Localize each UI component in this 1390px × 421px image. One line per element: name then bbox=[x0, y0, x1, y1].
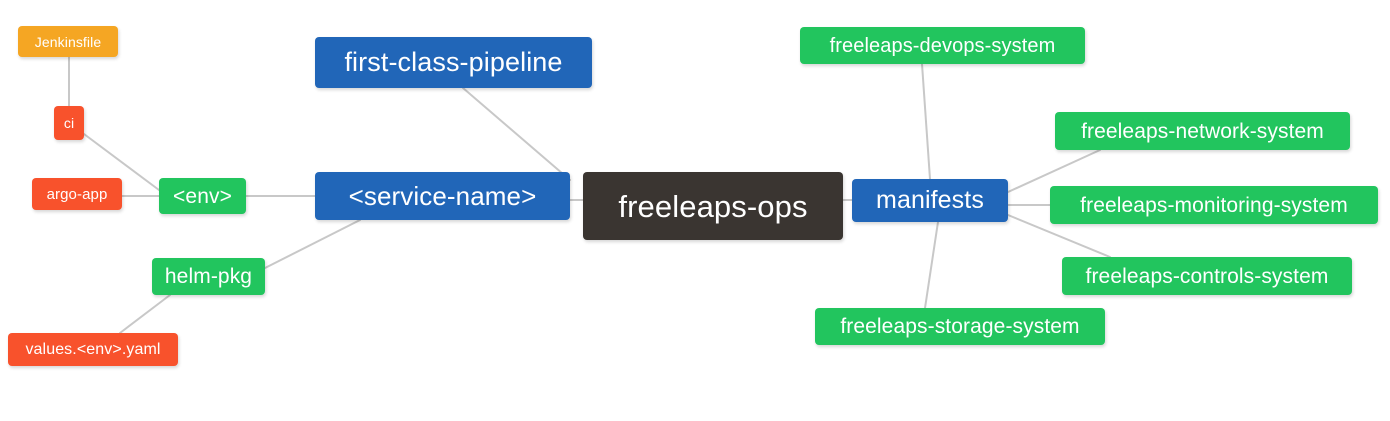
node-helm-pkg[interactable]: helm-pkg bbox=[152, 258, 265, 295]
node-jenkinsfile[interactable]: Jenkinsfile bbox=[18, 26, 118, 57]
edge-service-name-to-first-class-pipeline bbox=[462, 87, 571, 181]
node-freeleaps-storage-system[interactable]: freeleaps-storage-system bbox=[815, 308, 1105, 345]
node-label-manifests: manifests bbox=[876, 186, 984, 214]
node-values-yaml[interactable]: values.<env>.yaml bbox=[8, 333, 178, 366]
node-label-jenkinsfile: Jenkinsfile bbox=[34, 33, 102, 50]
node-label-freeleaps-monitoring-system: freeleaps-monitoring-system bbox=[1080, 193, 1348, 217]
node-freeleaps-devops-system[interactable]: freeleaps-devops-system bbox=[800, 27, 1085, 64]
edge-helm-pkg-to-values-yaml bbox=[119, 294, 171, 334]
node-service-name[interactable]: <service-name> bbox=[315, 172, 570, 220]
edge-manifests-to-freeleaps-storage-system bbox=[924, 221, 939, 309]
node-manifests[interactable]: manifests bbox=[852, 179, 1008, 222]
node-label-freeleaps-storage-system: freeleaps-storage-system bbox=[840, 315, 1080, 338]
node-freeleaps-network-system[interactable]: freeleaps-network-system bbox=[1055, 112, 1350, 150]
node-label-argo-app: argo-app bbox=[46, 185, 108, 203]
edge-manifests-to-freeleaps-devops-system bbox=[921, 63, 931, 180]
node-argo-app[interactable]: argo-app bbox=[32, 178, 122, 210]
node-label-env: <env> bbox=[173, 184, 232, 208]
edge-service-name-to-helm-pkg bbox=[264, 219, 361, 269]
node-label-values-yaml: values.<env>.yaml bbox=[25, 340, 161, 358]
node-ci[interactable]: ci bbox=[54, 106, 84, 140]
node-freeleaps-ops[interactable]: freeleaps-ops bbox=[583, 172, 843, 240]
node-label-freeleaps-controls-system: freeleaps-controls-system bbox=[1085, 264, 1329, 288]
node-label-freeleaps-network-system: freeleaps-network-system bbox=[1081, 119, 1324, 143]
node-label-helm-pkg: helm-pkg bbox=[164, 265, 253, 288]
node-label-freeleaps-devops-system: freeleaps-devops-system bbox=[829, 34, 1056, 57]
node-label-service-name: <service-name> bbox=[348, 181, 537, 211]
node-label-ci: ci bbox=[63, 115, 75, 131]
node-label-freeleaps-ops: freeleaps-ops bbox=[618, 188, 808, 224]
node-first-class-pipeline[interactable]: first-class-pipeline bbox=[315, 37, 592, 88]
node-freeleaps-controls-system[interactable]: freeleaps-controls-system bbox=[1062, 257, 1352, 295]
node-env[interactable]: <env> bbox=[159, 178, 246, 214]
node-freeleaps-monitoring-system[interactable]: freeleaps-monitoring-system bbox=[1050, 186, 1378, 224]
node-label-first-class-pipeline: first-class-pipeline bbox=[344, 47, 563, 77]
